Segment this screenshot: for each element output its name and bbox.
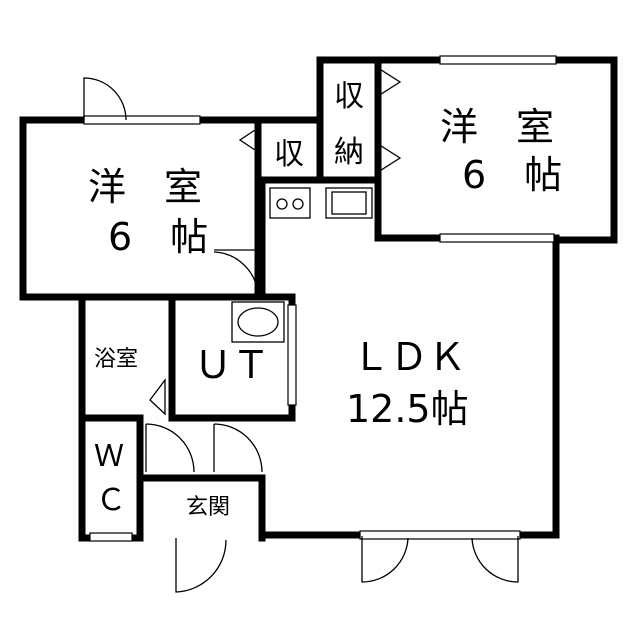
wc-label-2: Ｃ [96,483,126,518]
wall-right-room [316,56,618,244]
window-wc [89,532,133,542]
storage-left-label: 収 [274,137,304,172]
door-left-room-ldk [213,249,259,297]
bathroom-label: 浴室 [94,347,138,372]
burner-icon [276,198,288,210]
door-entrance [175,538,227,593]
door-hall-1 [145,423,195,473]
left-room-size: 6 帖 [108,215,208,259]
window-left-room [83,115,201,125]
wall-storage-block [254,56,382,242]
wc-label-1: Ｗ [94,439,124,474]
washbasin-bowl [237,307,279,337]
right-room-name: 洋 室 [440,105,554,149]
storage-vertical-label-2: 納 [334,135,364,170]
wall-service-block [78,293,296,542]
storage-vertical-label-1: 収 [334,79,364,114]
door-ldk-patio-right [471,536,519,583]
door-hall-2 [213,423,263,473]
door-bath-slider [149,378,166,416]
storage-vertical-marker-1 [377,67,402,97]
stove [269,187,311,219]
window-right-room-top [439,55,557,65]
fixtures [231,187,373,343]
window-ldk-bottom [359,530,521,540]
window-ut-side [287,304,297,406]
burner-icon [292,198,304,210]
window-right-room-bottom [439,233,555,243]
door-left-room-top [83,77,127,121]
kitchen-sink-basin [331,191,367,215]
washbasin [231,301,285,343]
ldk-label: ＬＤＫ [352,335,466,379]
door-ldk-patio-left [361,536,409,583]
kitchen-sink [325,187,373,219]
storage-left-marker [238,127,259,153]
ldk-size: 12.5帖 [346,387,469,431]
entrance-label: 玄関 [186,495,230,520]
right-room-size: 6 帖 [462,153,562,197]
storage-vertical-marker-2 [377,143,402,173]
utility-label: ＵＴ [194,343,270,387]
left-room-name: 洋 室 [88,165,202,209]
room-labels: 洋 室 6 帖 洋 室 6 帖 収 収 納 浴室 ＵＴ ＬＤＫ 12.5帖 Ｗ … [88,79,562,520]
windows [83,55,557,542]
doors [83,67,519,593]
